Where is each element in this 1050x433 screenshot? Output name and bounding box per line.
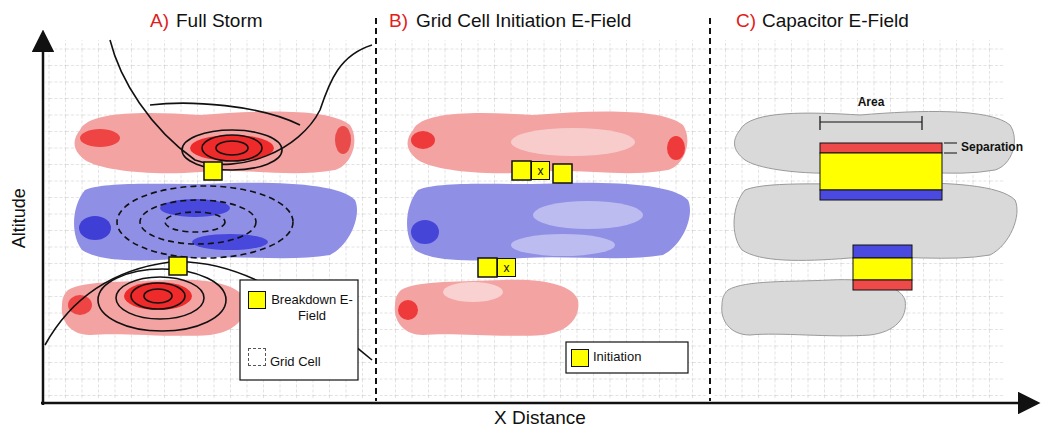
charge-regions bbox=[395, 111, 690, 335]
panel-title: Capacitor E-Field bbox=[762, 10, 909, 32]
panel-title: Full Storm bbox=[176, 10, 263, 32]
initiation-square: x bbox=[531, 161, 550, 180]
axis-title: X Distance bbox=[494, 407, 586, 429]
breakdown-square bbox=[478, 258, 497, 277]
panel-title: Grid Cell Initiation E-Field bbox=[416, 10, 631, 32]
field-contours bbox=[45, 40, 372, 360]
legend-swatch bbox=[248, 291, 266, 309]
grid-cell-sample bbox=[248, 348, 266, 366]
panel-letter: A) bbox=[150, 10, 169, 32]
legend-frame bbox=[240, 280, 358, 380]
axes bbox=[41, 18, 1036, 405]
initiation-square: x bbox=[497, 258, 516, 277]
breakdown-square bbox=[204, 162, 222, 180]
breakdown-square bbox=[169, 257, 187, 275]
grid bbox=[45, 40, 372, 398]
breakdown-square bbox=[553, 164, 572, 183]
dashed-contours bbox=[117, 186, 293, 258]
grid bbox=[380, 40, 706, 398]
initiation-mark: x bbox=[538, 165, 544, 177]
legend-text: Initiation bbox=[593, 349, 683, 365]
legend-frame bbox=[566, 342, 688, 373]
dimension-label: Area bbox=[858, 96, 885, 110]
legend-text: Breakdown E-Field bbox=[268, 292, 356, 325]
dimension-label: Separation bbox=[961, 141, 1023, 155]
breakdown-square bbox=[512, 161, 531, 180]
panel-letter: C) bbox=[736, 10, 756, 32]
capacitor bbox=[820, 143, 942, 290]
initiation-mark: x bbox=[504, 262, 510, 274]
panel-letter: B) bbox=[389, 10, 408, 32]
axis-title: Altitude bbox=[9, 188, 30, 248]
charge-regions bbox=[62, 111, 357, 335]
initiation-sample bbox=[571, 349, 589, 367]
legend-text: Grid Cell bbox=[270, 354, 354, 370]
dimension-lines bbox=[820, 116, 957, 153]
